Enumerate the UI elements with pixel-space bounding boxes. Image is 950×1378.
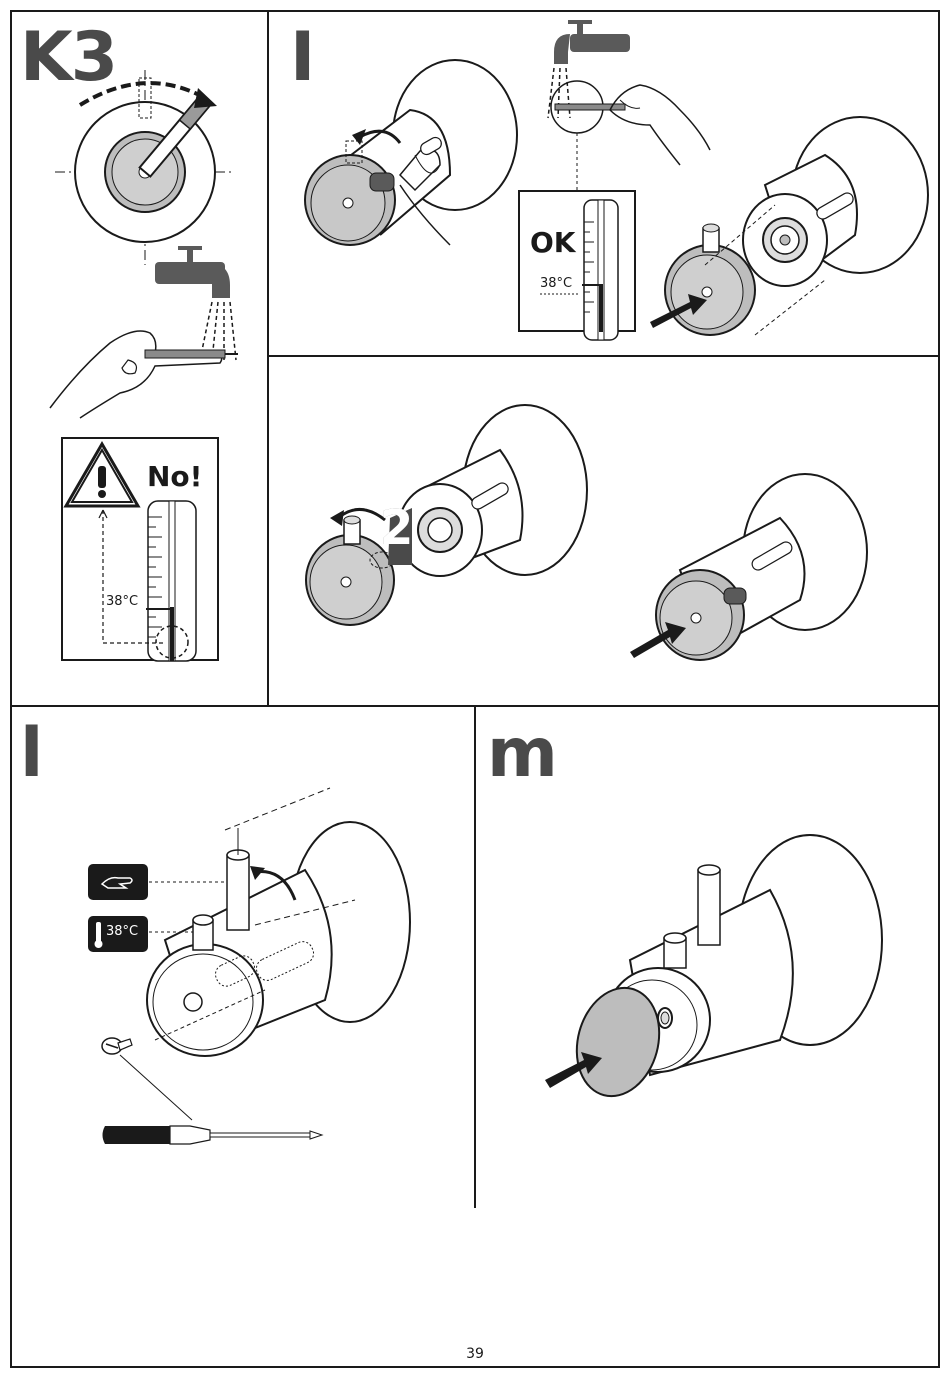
i-temperature-label: 38°C bbox=[540, 276, 572, 291]
i-knob-removal-illustration bbox=[645, 110, 935, 340]
ok-text: OK bbox=[530, 226, 576, 259]
step-label-l: l bbox=[20, 720, 41, 788]
step-label-m: m bbox=[487, 720, 556, 788]
j-knob-reattach-illustration bbox=[300, 400, 600, 640]
j-knob-installed-illustration bbox=[620, 470, 880, 670]
i-knob-illustration-left bbox=[300, 55, 540, 275]
no-warning-text: No! bbox=[147, 460, 202, 493]
i-temp-dotted-line bbox=[540, 292, 590, 298]
hand-icon bbox=[40, 318, 250, 428]
screwdriver-icon bbox=[100, 1120, 330, 1150]
thermometer-icon bbox=[578, 192, 628, 332]
page-number: 39 bbox=[0, 1346, 950, 1362]
thermometer-icon bbox=[92, 920, 106, 950]
m-cap-installation-illustration bbox=[540, 830, 900, 1130]
temp-badge-label: 38°C bbox=[106, 924, 138, 939]
hand-icon bbox=[88, 864, 150, 902]
j-step-number: 2 bbox=[380, 500, 413, 556]
k3-dashed-indicator bbox=[95, 500, 215, 660]
